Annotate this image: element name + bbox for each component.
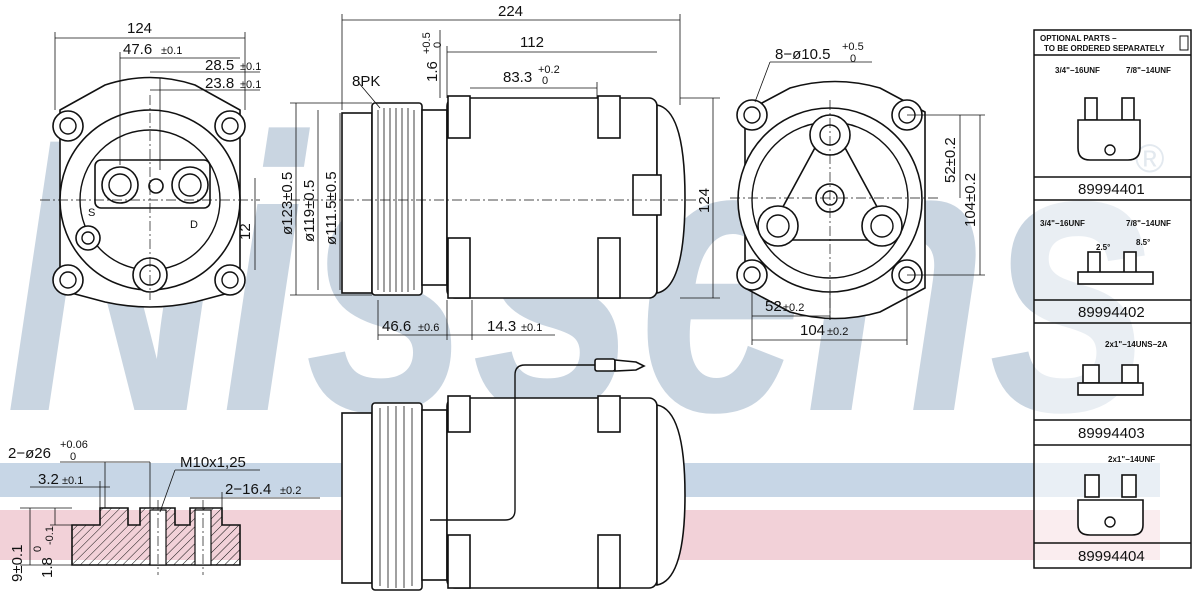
side-height-dim: 124 — [696, 188, 713, 213]
side-1-6-tol: +0.5 — [421, 32, 433, 54]
port-s-label: S — [88, 207, 95, 219]
port-3-2-dim: 3.2 — [38, 471, 59, 488]
optional-parts-panel — [1033, 29, 1192, 569]
side-83-dim: 83.3 — [503, 69, 532, 86]
part2-angle-a: 2.5° — [1096, 243, 1110, 252]
rear-104-horizontal-tol: ±0.2 — [827, 326, 848, 338]
port-thread-label: M10x1,25 — [180, 454, 246, 471]
front-view — [40, 32, 260, 308]
part-number-1: 89994401 — [1078, 181, 1145, 198]
side-46-dim: 46.6 — [382, 318, 411, 335]
part-number-3: 89994403 — [1078, 425, 1145, 442]
part-number-4: 89994404 — [1078, 548, 1145, 565]
port-9-dim: 9±0.1 — [9, 545, 26, 582]
side-111-dim: ø111.5±0.5 — [323, 171, 340, 245]
front-width-dim: 124 — [127, 20, 152, 37]
side-83-tol2: 0 — [542, 75, 548, 87]
part2-label-a: 3/4"−16UNF — [1040, 219, 1085, 228]
front-47-dim: 47.6 — [123, 41, 152, 58]
side-119-dim: ø119±0.5 — [301, 180, 318, 242]
front-23-dim: 23.8 — [205, 75, 234, 92]
port-diameter-tol2: 0 — [70, 451, 76, 463]
part1-label-b: 7/8"−14UNF — [1126, 66, 1171, 75]
front-28-tol: ±0.1 — [240, 61, 261, 73]
part1-label-a: 3/4"−16UNF — [1055, 66, 1100, 75]
port-1-8-dim: 1.8 — [39, 557, 56, 578]
front-47-tol: ±0.1 — [161, 45, 182, 57]
rear-104-vertical: 104±0.2 — [962, 173, 979, 227]
front-12-dim: 12 — [237, 223, 254, 240]
rear-52-horizontal-tol: ±0.2 — [783, 302, 804, 314]
pulley-type-label: 8PK — [352, 73, 380, 90]
port-3-2-tol: ±0.1 — [62, 475, 83, 487]
optional-header-line1: OPTIONAL PARTS – — [1040, 34, 1117, 43]
rear-holes-dim: 8−ø10.5 — [775, 46, 830, 63]
rear-52-horizontal: 52 — [765, 298, 782, 315]
part3-label: 2x1"−14UNS−2A — [1105, 340, 1168, 349]
port-diameter-dim: 2−ø26 — [8, 445, 51, 462]
rear-holes-tol2: 0 — [850, 53, 856, 65]
rear-52-vertical: 52±0.2 — [942, 137, 959, 183]
port-16-dim: 2−16.4 — [225, 481, 271, 498]
side-view — [290, 14, 720, 340]
side-123-dim: ø123±0.5 — [279, 172, 296, 235]
side-46-tol: ±0.6 — [418, 322, 439, 334]
front-28-dim: 28.5 — [205, 57, 234, 74]
side-1-6-tol2: 0 — [432, 42, 444, 48]
port-1-8-tol2: -0.1 — [44, 526, 56, 545]
port-d-label: D — [190, 219, 198, 231]
optional-header-line2: TO BE ORDERED SEPARATELY — [1044, 44, 1165, 53]
side-1-6-dim: 1.6 — [424, 61, 441, 82]
rear-view — [730, 61, 985, 345]
port-1-8-tol: 0 — [32, 546, 44, 552]
part-number-2: 89994402 — [1078, 304, 1145, 321]
side-total-dim: 224 — [498, 3, 523, 20]
port-diameter-tol: +0.06 — [60, 439, 88, 451]
side-83-tol: +0.2 — [538, 64, 560, 76]
port-detail — [20, 461, 320, 575]
side-view-bottom — [341, 358, 686, 591]
rear-104-horizontal: 104 — [800, 322, 825, 339]
part2-label-b: 7/8"−14UNF — [1126, 219, 1171, 228]
port-16-tol: ±0.2 — [280, 485, 301, 497]
part4-label: 2x1"−14UNF — [1108, 455, 1155, 464]
side-14-dim: 14.3 — [487, 318, 516, 335]
side-14-tol: ±0.1 — [521, 322, 542, 334]
part2-angle-b: 8.5° — [1136, 238, 1150, 247]
side-112-dim: 112 — [520, 34, 544, 51]
front-23-tol: ±0.1 — [240, 79, 261, 91]
rear-holes-tol: +0.5 — [842, 41, 864, 53]
